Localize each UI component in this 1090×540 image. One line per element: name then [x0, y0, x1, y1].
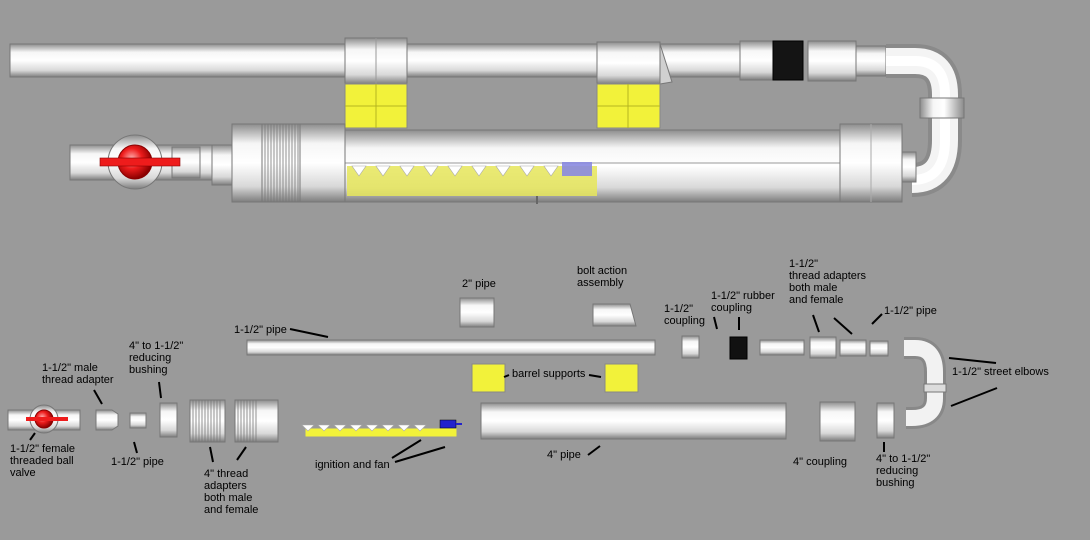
part-reducing-bushing-left: [159, 402, 178, 438]
part-thread-adapter-a: [809, 336, 837, 359]
part-bolt-action: [592, 303, 637, 327]
label-pipe-small-left: 1-1/2" pipe: [111, 456, 164, 468]
assembled-view: [9, 37, 965, 204]
part-rubber-coupling: [729, 336, 748, 360]
label-thread-adapters-large: 4" thread adapters both male and female: [204, 468, 259, 516]
part-fan-blades: [301, 424, 427, 432]
fan-motor-assembled: [562, 162, 592, 176]
label-rubber-coupling: 1-1/2" rubber coupling: [711, 290, 775, 314]
bolt-handle: [659, 43, 673, 85]
label-reducing-bushing-right: 4" to 1-1/2" reducing bushing: [876, 453, 931, 489]
part-pipe-right: [869, 340, 889, 357]
chamber-adapter-right: [299, 123, 346, 203]
chamber-bushing-right: [901, 151, 917, 183]
bolt-collar: [596, 41, 661, 85]
label-barrel-supports: barrel supports: [512, 368, 586, 380]
elbow-collar: [919, 97, 965, 119]
label-ball-valve: 1-1/2" female threaded ball valve: [10, 443, 76, 479]
label-bolt-action: bolt action assembly: [577, 265, 628, 289]
part-long-pipe: [246, 339, 656, 356]
label-thread-adapters-small: 1-1/2" thread adapters both male and fem…: [789, 258, 867, 306]
label-ignition-fan: ignition and fan: [315, 459, 390, 471]
label-4in-pipe: 4" pipe: [547, 449, 581, 461]
label-male-thread-adapter: 1-1/2" male thread adapter: [42, 362, 114, 386]
upper-adapter-3: [855, 45, 887, 77]
part-coupling-small: [681, 335, 700, 359]
upper-adapter-2: [807, 40, 857, 82]
part-4in-pipe: [480, 402, 787, 440]
upper-adapter-1: [739, 40, 774, 81]
part-small-pipe: [129, 412, 147, 429]
part-fan-motor: [439, 419, 457, 429]
label-4in-coupling: 4" coupling: [793, 456, 848, 468]
part-reducing-bushing-right: [876, 402, 895, 439]
ignition-strip-assembled: [347, 166, 597, 196]
label-street-elbows: 1-1/2" street elbows: [952, 366, 1049, 378]
part-short-pipe: [759, 339, 805, 356]
part-male-adapter: [95, 409, 119, 431]
part-barrel-support-right: [604, 363, 639, 393]
chamber-adapter-left: [231, 123, 265, 203]
fan-blades-assembled: [351, 165, 559, 177]
exploded-view: [7, 297, 998, 463]
chamber-bushing-left: [211, 144, 233, 186]
label-reducing-bushing-left: 4" to 1-1/2" reducing bushing: [129, 340, 184, 376]
label-pipe-long: 1-1/2" pipe: [234, 324, 287, 336]
label-coupling-small: 1-1/2" coupling: [664, 303, 705, 327]
part-barrel-support-left: [471, 363, 506, 393]
part-4in-coupling: [819, 401, 856, 442]
valve-handle-assembled: [99, 157, 181, 167]
rubber-coupling-assembled: [772, 40, 804, 81]
label-2in-pipe: 2" pipe: [462, 278, 496, 290]
part-ignition-strip: [304, 427, 458, 438]
part-thread-adapter-b: [839, 339, 867, 357]
part-2in-pipe: [459, 297, 495, 328]
leader-lines: [29, 313, 998, 463]
label-pipe-right: 1-1/2" pipe: [884, 305, 937, 317]
